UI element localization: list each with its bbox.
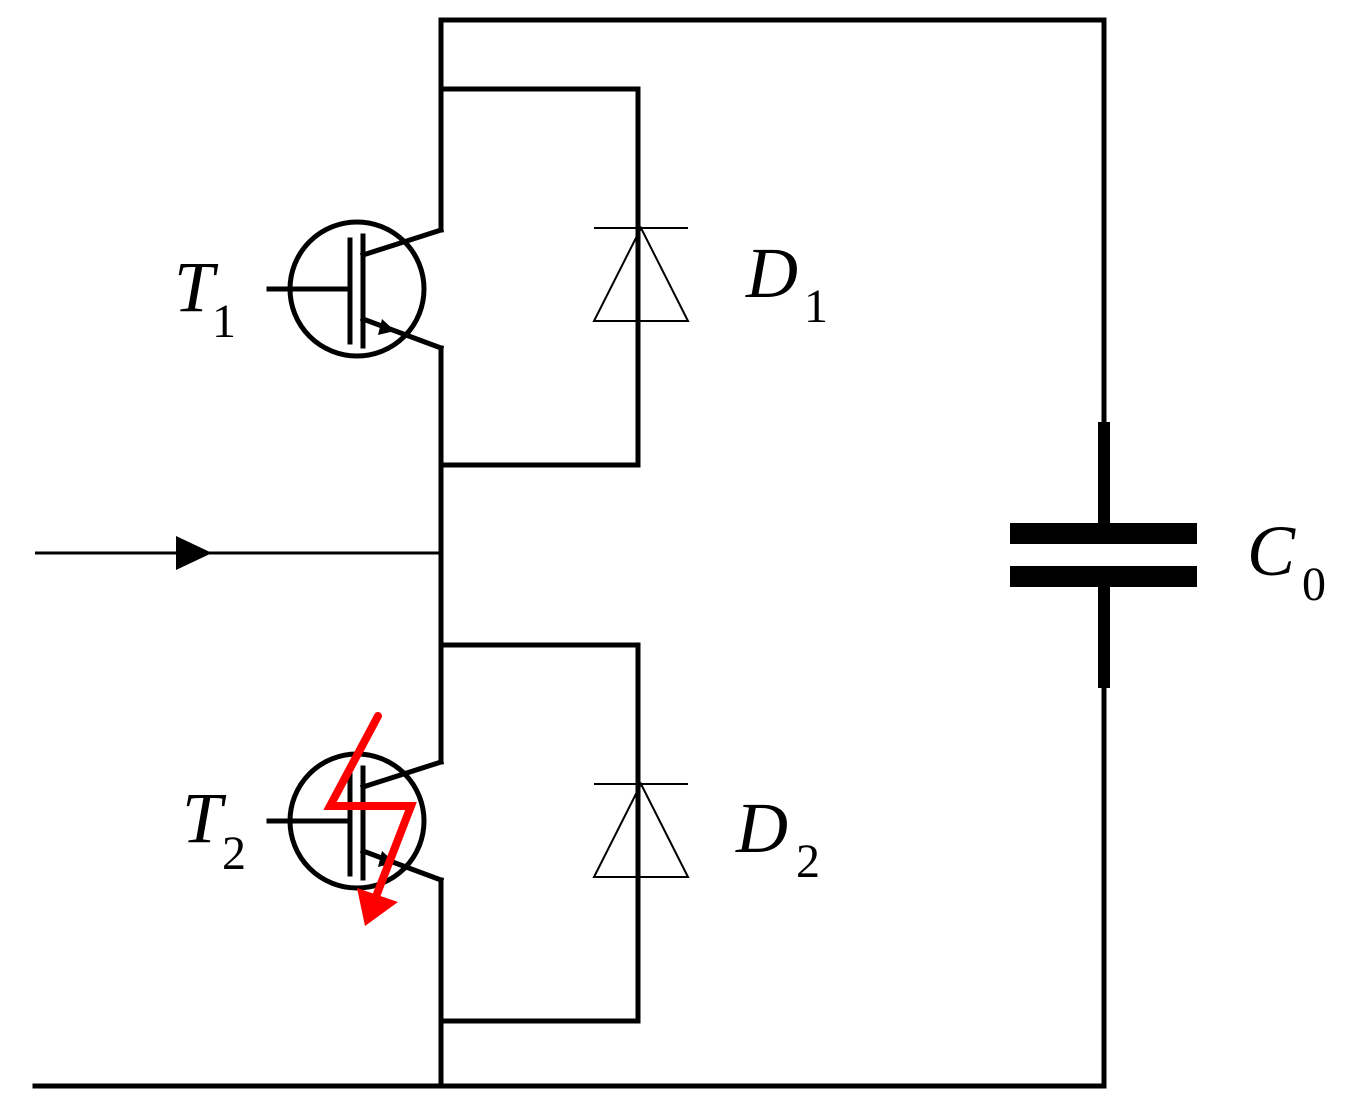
upper-diode-loop: [438, 86, 641, 468]
label-t2: T 2: [182, 778, 246, 880]
label-c0: C 0: [1247, 511, 1326, 611]
input-line: [35, 536, 441, 570]
igbt-t1-icon: [266, 202, 445, 375]
capacitor-c0-icon: [1010, 422, 1197, 688]
lower-diode-loop: [438, 642, 641, 1024]
label-d1-sub: 1: [804, 280, 828, 333]
diode-d1-icon: [592, 225, 690, 322]
upper-switch-cell: [266, 86, 690, 468]
label-t1: T 1: [174, 247, 236, 348]
label-t2-sub: 2: [222, 827, 246, 880]
top-rail: [438, 17, 1107, 428]
label-c0-main: C: [1247, 511, 1296, 591]
arrow-right-icon: [176, 536, 212, 570]
label-c0-sub: 0: [1302, 558, 1326, 611]
label-t2-main: T: [182, 778, 227, 858]
label-d1: D 1: [745, 233, 828, 333]
outer-wiring: [32, 17, 1107, 1089]
label-d2: D 2: [735, 788, 820, 888]
lower-switch-cell: [266, 642, 690, 1024]
lightning-bolt-icon: [323, 712, 417, 926]
label-d1-main: D: [745, 233, 798, 313]
label-t1-sub: 1: [212, 295, 236, 348]
label-d2-sub: 2: [796, 835, 820, 888]
label-t1-main: T: [174, 247, 219, 327]
diode-d2-icon: [592, 781, 690, 878]
label-d2-main: D: [735, 788, 788, 868]
